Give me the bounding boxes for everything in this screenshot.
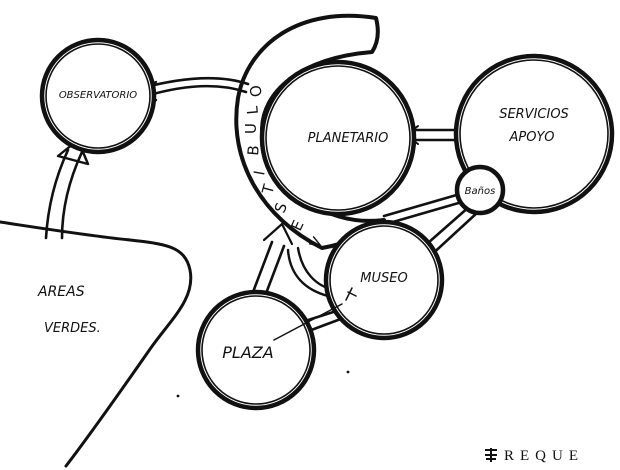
vestibulo-letter-9: O — [246, 84, 266, 99]
label-verdes: VERDES. — [44, 321, 101, 336]
node-observatorio-outline — [45, 43, 151, 149]
connector-areas-observatorio-b — [60, 150, 84, 240]
node-planetario — [259, 59, 417, 217]
museo-pointer — [345, 287, 357, 301]
arrow-into-vestibulo-from-plaza — [262, 222, 294, 246]
label-banos: Baños — [465, 186, 496, 197]
sketch-dot-2 — [346, 370, 350, 374]
label-observatorio: OBSERVATORIO — [59, 90, 137, 101]
node-museo-outline — [329, 225, 439, 335]
label-servicios-line2: APOYO — [509, 130, 555, 145]
label-planetario: PLANETARIO — [308, 131, 389, 146]
green-area-boundary — [0, 220, 193, 468]
node-museo — [323, 219, 445, 341]
node-plaza-outline — [201, 295, 311, 405]
node-banos — [454, 164, 506, 216]
vestibulo-letter-6: B — [244, 145, 263, 157]
label-areas: AREAS — [37, 284, 85, 300]
connector-planetario-banos — [382, 192, 462, 218]
node-servicios-outline — [459, 59, 609, 209]
label-museo: MUSEO — [360, 271, 407, 286]
sketch-dot-1 — [176, 394, 180, 398]
node-plaza — [195, 289, 317, 411]
vestibulo-letter-8: L — [243, 105, 262, 116]
brand-mark: REQUE — [484, 448, 584, 465]
vestibulo-letter-7: U — [242, 123, 260, 134]
vestibulo-letter-2: E — [287, 217, 307, 233]
plaza-pointer — [273, 303, 343, 341]
vestibulo-letter-5: I — [250, 169, 268, 176]
label-plaza: PLAZA — [222, 343, 273, 362]
label-servicios-line1: SERVICIOS — [499, 107, 569, 122]
connector-areas-observatorio — [44, 148, 70, 240]
connector-observatorio-vestibulo-b — [144, 84, 248, 98]
node-observatorio — [39, 37, 157, 155]
connector-planetario-banos-b — [384, 200, 464, 226]
brand-text: REQUE — [504, 448, 584, 464]
node-planetario-outline — [265, 65, 411, 211]
brand-logo-icon — [484, 448, 498, 462]
connector-vestibulo-museo — [286, 248, 330, 298]
